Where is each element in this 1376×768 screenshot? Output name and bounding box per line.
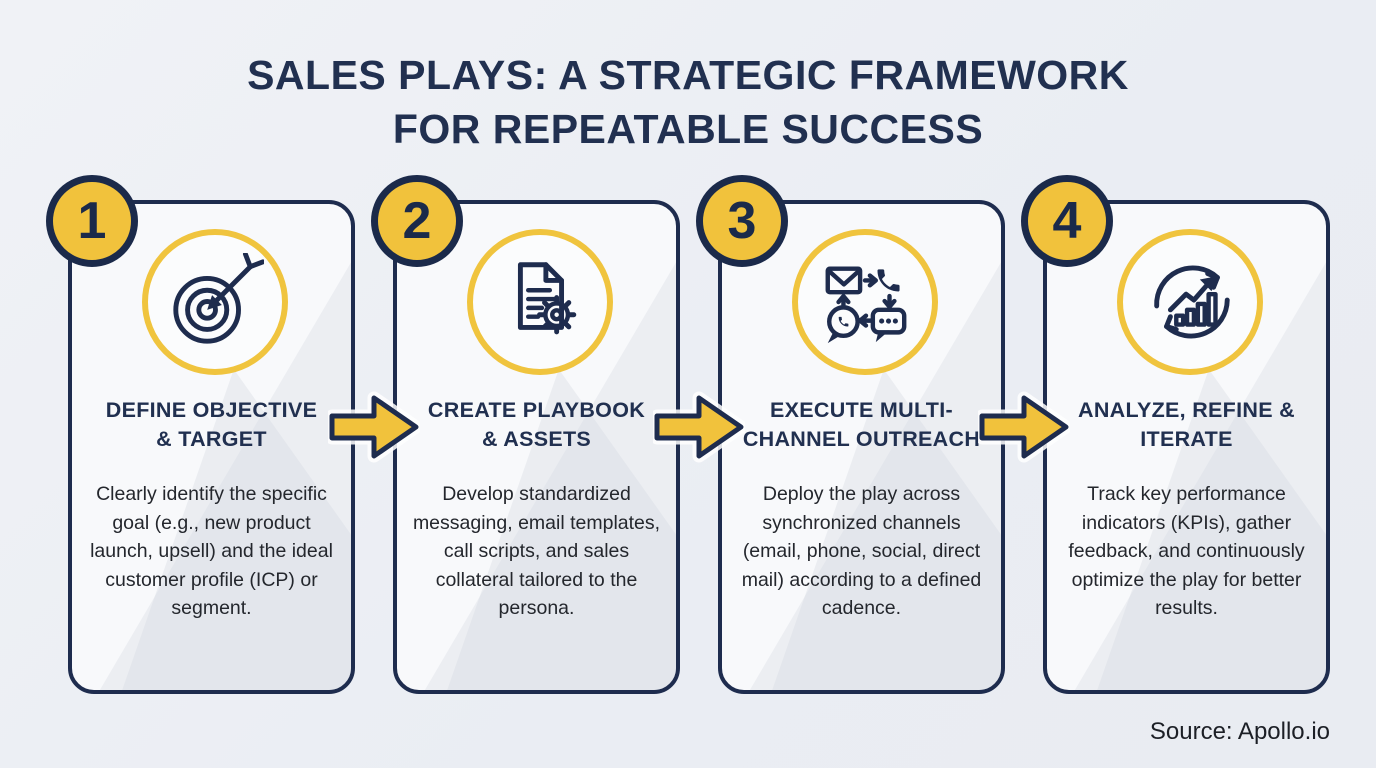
step-card-4: ANALYZE, REFINE & ITERATE Track key perf… <box>1043 200 1330 694</box>
step-3-number-badge: 3 <box>696 175 788 267</box>
page-title: SALES PLAYS: A STRATEGIC FRAMEWORK FOR R… <box>247 52 1129 152</box>
step-2-title: CREATE PLAYBOOK & ASSETS <box>427 398 646 451</box>
flow-arrow-2-icon <box>653 391 745 463</box>
step-2-icon-ring <box>467 229 613 375</box>
step-1-title: DEFINE OBJECTIVE & TARGET <box>105 398 318 451</box>
multichannel-cycle-icon <box>825 266 907 344</box>
analyze-iterate-chart-icon <box>1154 265 1230 339</box>
step-1-number-badge: 1 <box>46 175 138 267</box>
step-3-description: Deploy the play across synchronized chan… <box>741 483 982 619</box>
step-3-number: 3 <box>727 192 757 250</box>
flow-arrow-3-icon <box>978 391 1070 463</box>
step-4-number-badge: 4 <box>1021 175 1113 267</box>
step-4-description: Track key performance indicators (KPIs),… <box>1068 483 1305 619</box>
playbook-document-gear-icon <box>517 262 577 335</box>
step-4-title: ANALYZE, REFINE & ITERATE <box>1078 398 1295 451</box>
source-attribution: Source: Apollo.io <box>1149 718 1330 745</box>
step-2-number-badge: 2 <box>371 175 463 267</box>
flow-arrow-1-icon <box>328 391 420 463</box>
step-2-number: 2 <box>402 192 432 250</box>
step-3-icon-ring <box>792 229 938 375</box>
step-1-description: Clearly identify the specific goal (e.g.… <box>90 483 333 619</box>
step-card-2: CREATE PLAYBOOK & ASSETS Develop standar… <box>393 200 680 694</box>
step-1-icon-ring <box>142 229 288 375</box>
step-1-number: 1 <box>77 192 107 250</box>
step-2-description: Develop standardized messaging, email te… <box>412 483 661 619</box>
step-4-icon-ring <box>1117 229 1263 375</box>
target-icon <box>173 253 264 344</box>
step-card-1: DEFINE OBJECTIVE & TARGET Clearly identi… <box>68 200 355 694</box>
step-card-3: EXECUTE MULTI- CHANNEL OUTREACH Deploy t… <box>718 200 1005 694</box>
step-3-title: EXECUTE MULTI- CHANNEL OUTREACH <box>742 398 981 451</box>
step-4-number: 4 <box>1052 192 1082 250</box>
